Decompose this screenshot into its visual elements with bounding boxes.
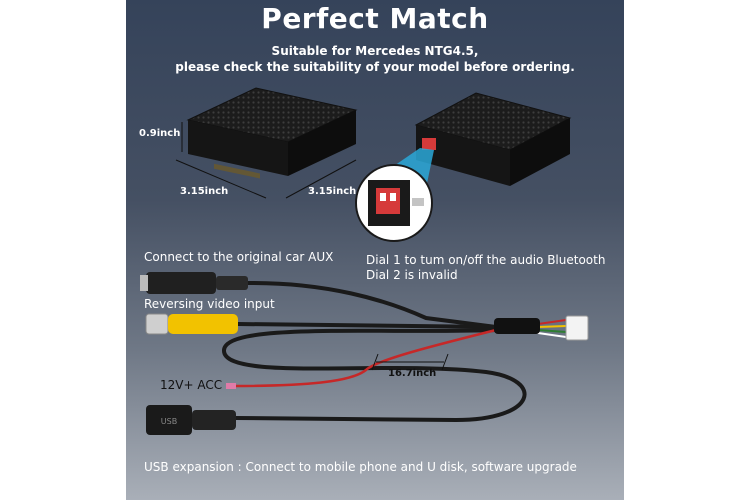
dimension-lines [175,122,357,199]
rca-plug-icon [145,313,238,335]
label-power: 12V+ ACC [160,378,223,392]
dimension-cable-length: 16.7inch [388,368,437,379]
usb-connector-icon: USB [146,405,236,435]
label-dial-2: Dial 2 is invalid [366,268,458,282]
cables [221,280,567,423]
dimension-height: 0.9inch [139,128,181,139]
label-reversing: Reversing video input [144,297,275,311]
product-illustration: USB [140,87,589,435]
aux-plug-icon [140,272,248,294]
device-box-left [186,87,358,179]
product-panel: USB Perfect Match Suitable for Mercedes … [126,0,624,500]
device-box-right [414,92,572,186]
page-title: Perfect Match [261,2,489,35]
label-usb: USB expansion : Connect to mobile phone … [144,460,577,474]
label-dial-1: Dial 1 to tum on/off the audio Bluetooth [366,253,606,267]
dip-switch-zoom [355,148,434,242]
wire-harness-connector-icon [565,315,589,341]
dimension-depth: 3.15inch [308,186,357,197]
dimension-width: 3.15inch [180,186,229,197]
subtitle-line1: Suitable for Mercedes NTG4.5, [271,44,479,58]
dip-switch-small-icon [422,138,436,150]
subtitle-line2: please check the suitability of your mod… [175,60,575,74]
dip-switch-icon [376,188,400,214]
label-aux: Connect to the original car AUX [144,250,334,264]
cable-sleeve [494,318,540,334]
svg-text:USB: USB [161,417,177,426]
power-wire-tip [226,383,236,389]
length-marker [371,353,449,371]
